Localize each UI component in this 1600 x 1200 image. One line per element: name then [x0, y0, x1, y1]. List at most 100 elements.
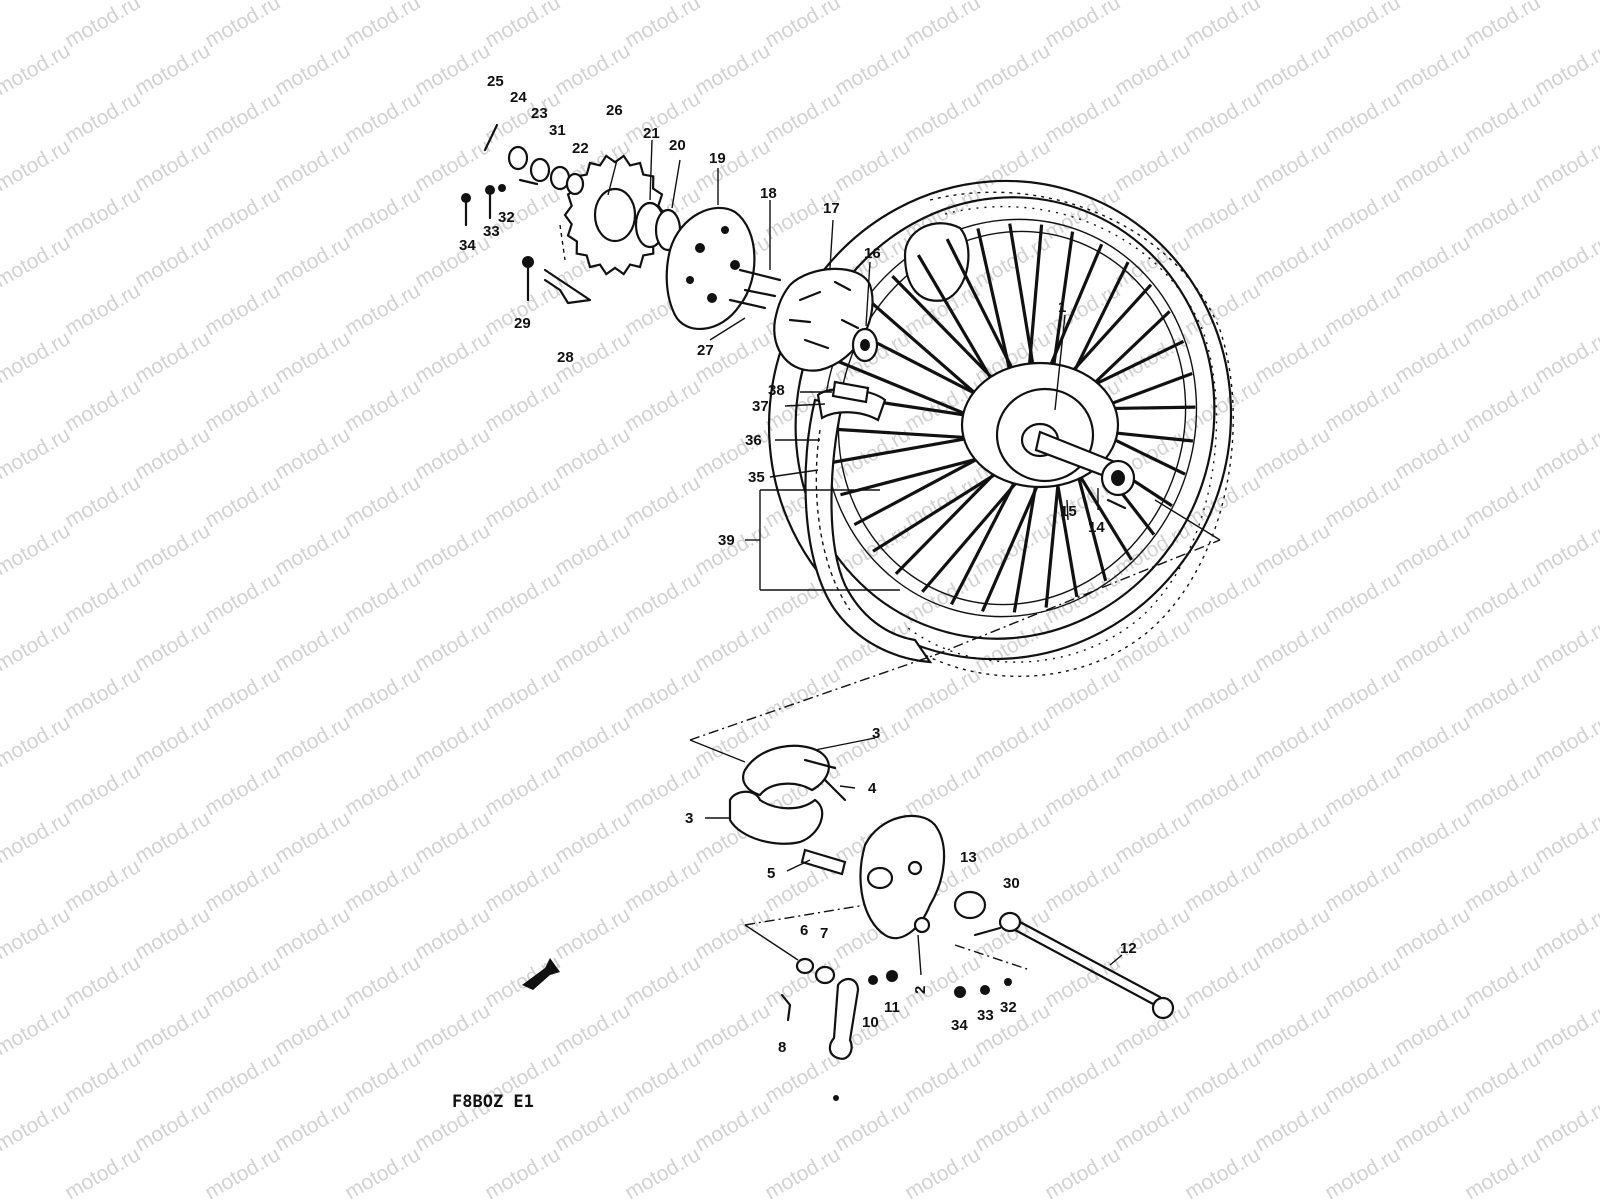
tube-flap	[831, 380, 870, 404]
watermark-text: motod.ru	[1111, 711, 1194, 772]
watermark-text: motod.ru	[901, 0, 984, 52]
watermark-text: motod.ru	[201, 567, 284, 628]
watermark-text: motod.ru	[621, 663, 704, 724]
label-14: 14	[1088, 519, 1105, 536]
tube-and-rim-band	[804, 380, 933, 664]
watermark-text: motod.ru	[341, 855, 424, 916]
watermark-text: motod.ru	[621, 855, 704, 916]
watermark-text: motod.ru	[411, 423, 494, 484]
watermark-text: motod.ru	[551, 903, 634, 964]
watermark-text: motod.ru	[1391, 711, 1474, 772]
direction-arrow	[522, 958, 560, 990]
watermark-text: motod.ru	[971, 0, 1054, 4]
watermark-text: motod.ru	[901, 471, 984, 532]
label-28: 28	[557, 349, 574, 366]
label-12: 12	[1120, 940, 1137, 957]
watermark-text: motod.ru	[971, 519, 1054, 580]
watermark-text: motod.ru	[0, 807, 74, 868]
watermark-text: motod.ru	[1461, 375, 1544, 436]
watermark-text: motod.ru	[1391, 999, 1474, 1060]
watermark-text: motod.ru	[971, 807, 1054, 868]
watermark-text: motod.ru	[1251, 807, 1334, 868]
watermark-text: motod.ru	[691, 0, 774, 4]
label-21: 21	[643, 125, 660, 142]
watermark-text: motod.ru	[271, 327, 354, 388]
watermark-text: motod.ru	[1251, 135, 1334, 196]
watermark-text: motod.ru	[971, 1095, 1054, 1156]
watermark-text: motod.ru	[621, 375, 704, 436]
watermark-text: motod.ru	[411, 903, 494, 964]
watermark-text: motod.ru	[1531, 231, 1600, 292]
label-13: 13	[960, 849, 977, 866]
watermark-text: motod.ru	[551, 519, 634, 580]
rear-axle	[1013, 920, 1162, 1007]
watermark-text: motod.ru	[341, 183, 424, 244]
cush-drive-damper	[773, 267, 874, 372]
watermark-text: motod.ru	[1181, 0, 1264, 52]
watermark-text: motod.ru	[0, 711, 74, 772]
watermark-text: motod.ru	[481, 471, 564, 532]
watermark-text: motod.ru	[901, 759, 984, 820]
label-25: 25	[487, 73, 504, 90]
watermark-text: motod.ru	[0, 999, 74, 1060]
watermark-text: motod.ru	[411, 327, 494, 388]
watermark-text: motod.ru	[1391, 807, 1474, 868]
watermark-text: motod.ru	[1111, 0, 1194, 4]
watermark-text: motod.ru	[1181, 759, 1264, 820]
watermark-text: motod.ru	[831, 135, 914, 196]
watermark-text: motod.ru	[341, 279, 424, 340]
watermark-text: motod.ru	[1321, 183, 1404, 244]
watermark-text: motod.ru	[271, 519, 354, 580]
brake-shoe-lower	[728, 790, 824, 845]
watermark-text: motod.ru	[621, 1143, 704, 1200]
label-27: 27	[697, 342, 714, 359]
watermark-text: motod.ru	[551, 807, 634, 868]
watermark-text: motod.ru	[201, 663, 284, 724]
watermark-text: motod.ru	[1321, 567, 1404, 628]
label-15: 15	[1060, 503, 1077, 520]
watermark-text: motod.ru	[0, 327, 74, 388]
watermark-text: motod.ru	[691, 615, 774, 676]
watermark-text: motod.ru	[131, 39, 214, 100]
watermark-text: motod.ru	[131, 615, 214, 676]
label-24: 24	[510, 89, 527, 106]
watermark-text: motod.ru	[1531, 135, 1600, 196]
watermark-text: motod.ru	[411, 999, 494, 1060]
watermark-text: motod.ru	[481, 1143, 564, 1200]
watermark-text: motod.ru	[61, 567, 144, 628]
watermark-text: motod.ru	[1041, 1143, 1124, 1200]
watermark-text: motod.ru	[1181, 663, 1264, 724]
watermark-text: motod.ru	[271, 711, 354, 772]
watermark-text: motod.ru	[551, 615, 634, 676]
watermark-text: motod.ru	[621, 951, 704, 1012]
label-39: 39	[718, 532, 735, 549]
watermark-text: motod.ru	[551, 423, 634, 484]
watermark-text: motod.ru	[1321, 87, 1404, 148]
watermark-text: motod.ru	[0, 519, 74, 580]
watermark-text: motod.ru	[1041, 855, 1124, 916]
watermark-text: motod.ru	[341, 567, 424, 628]
watermark-text: motod.ru	[901, 951, 984, 1012]
watermark-text: motod.ru	[761, 1047, 844, 1108]
label-18: 18	[760, 185, 777, 202]
watermark-text: motod.ru	[901, 87, 984, 148]
label-5: 5	[767, 865, 775, 882]
watermark-text: motod.ru	[1111, 1095, 1194, 1156]
watermark-text: motod.ru	[621, 0, 704, 52]
watermark-text: motod.ru	[1181, 951, 1264, 1012]
watermark-text: motod.ru	[1461, 951, 1544, 1012]
brake-assembly	[522, 744, 1175, 1101]
watermark-text: motod.ru	[971, 39, 1054, 100]
watermark-text: motod.ru	[1111, 807, 1194, 868]
watermark-text: motod.ru	[0, 1095, 74, 1156]
watermark-text: motod.ru	[201, 183, 284, 244]
watermark-text: motod.ru	[1531, 807, 1600, 868]
label-20: 20	[669, 137, 686, 154]
watermark-text: motod.ru	[341, 1047, 424, 1108]
watermark-text: motod.ru	[1251, 999, 1334, 1060]
label-36: 36	[745, 432, 762, 449]
watermark-text: motod.ru	[271, 1095, 354, 1156]
watermark-text: motod.ru	[1461, 87, 1544, 148]
watermark-text: motod.ru	[131, 1095, 214, 1156]
watermark-text: motod.ru	[271, 0, 354, 4]
